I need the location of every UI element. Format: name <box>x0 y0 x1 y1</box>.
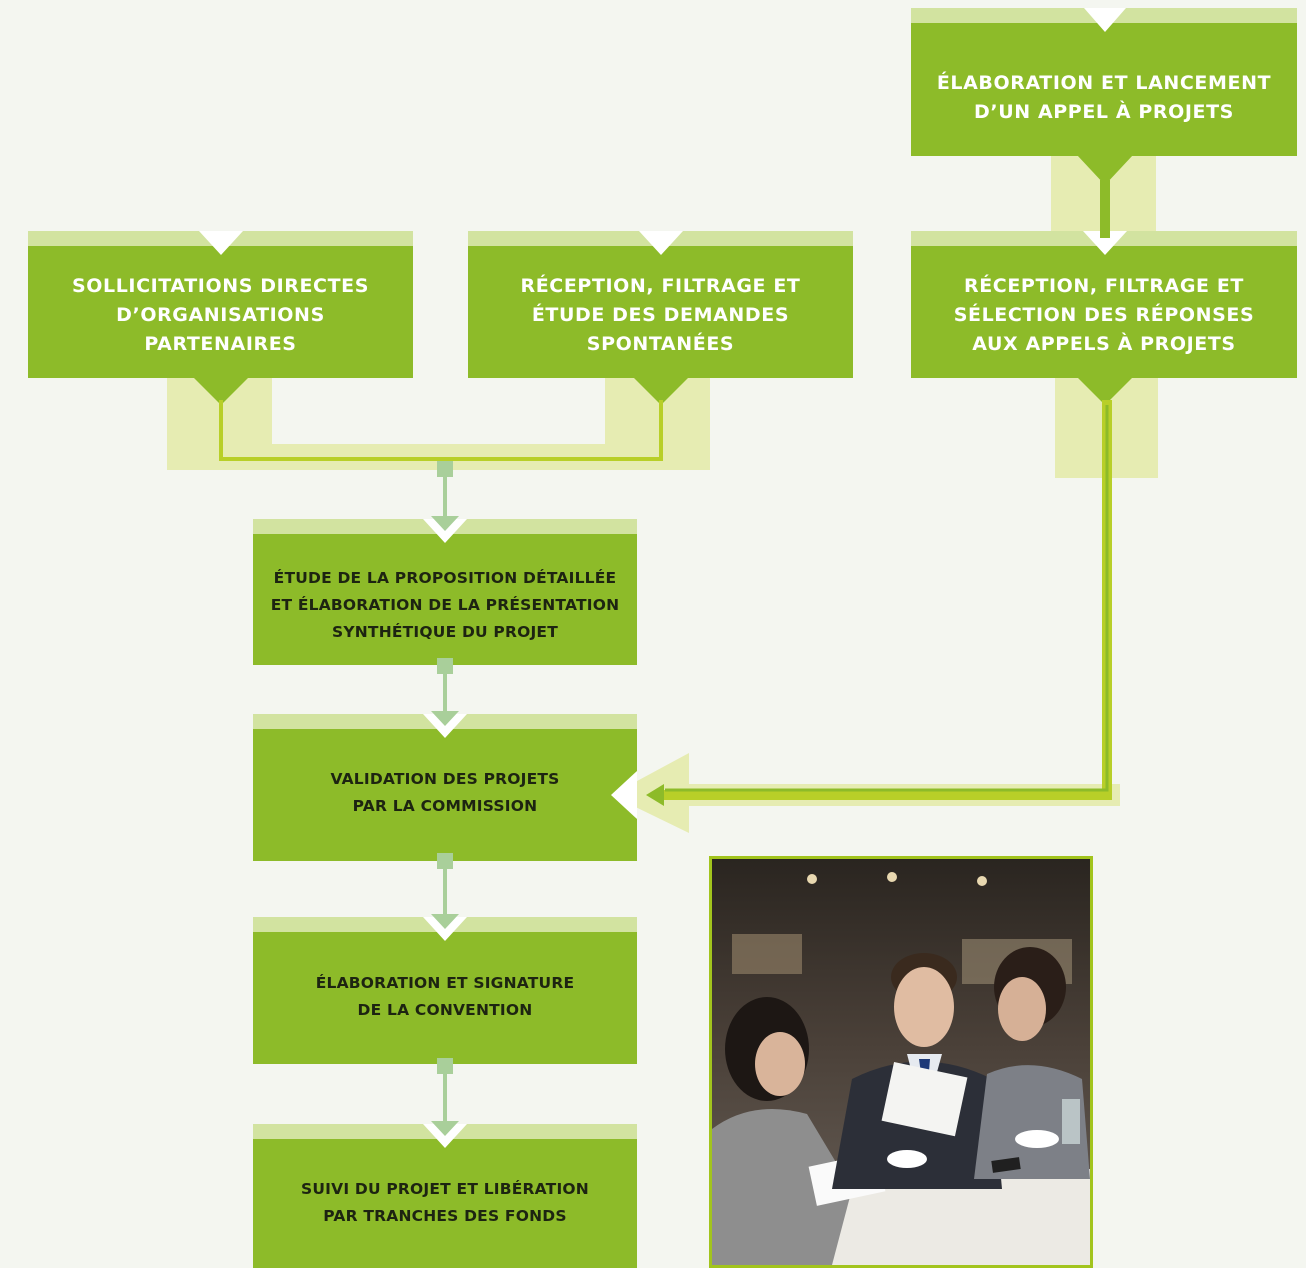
notch-selection <box>1083 231 1127 255</box>
connector-shaft-4 <box>443 1074 447 1124</box>
photo-light-2 <box>887 872 897 882</box>
photo-phone <box>991 1157 1021 1173</box>
connector-square-2 <box>437 658 453 674</box>
box-spontanees <box>468 246 853 378</box>
step-validation-label: VALIDATION DES PROJETS PAR LA COMMISSION <box>253 729 637 857</box>
step-selection-label: RÉCEPTION, FILTRAGE ET SÉLECTION DES RÉP… <box>911 246 1297 384</box>
pointer-selection <box>1077 377 1133 405</box>
photo-light-3 <box>977 876 987 886</box>
photo-illustration <box>712 859 1090 1265</box>
line-selection-inner <box>665 405 1109 792</box>
connector-shaft-2 <box>443 674 447 714</box>
step-convention-text: ÉLABORATION ET SIGNATURE DE LA CONVENTIO… <box>315 974 575 1019</box>
step-etude-text: ÉTUDE DE LA PROPOSITION DÉTAILLÉE ET ÉLA… <box>270 568 620 641</box>
notch-validation-side <box>611 771 637 819</box>
step-spontanees-text: RÉCEPTION, FILTRAGE ET ÉTUDE DES DEMANDE… <box>520 274 801 355</box>
connector-shaft-3 <box>443 869 447 917</box>
step-convention-label: ÉLABORATION ET SIGNATURE DE LA CONVENTIO… <box>253 932 637 1062</box>
notch-spontanees <box>639 231 683 255</box>
connector-head-4 <box>431 1121 459 1136</box>
box-validation <box>253 729 637 861</box>
connector-head-3 <box>431 914 459 929</box>
notch-sollicitations <box>199 231 243 255</box>
photo-person-right-body <box>974 1065 1090 1179</box>
connector-square-1 <box>437 461 453 477</box>
step-sollicitations-label: SOLLICITATIONS DIRECTES D’ORGANISATIONS … <box>28 246 413 384</box>
connector-square-3 <box>437 853 453 869</box>
photo-person-left-face <box>755 1032 805 1096</box>
step-appel-text: ÉLABORATION ET LANCEMENT D’UN APPEL À PR… <box>936 72 1272 123</box>
photo-cup-1 <box>887 1150 927 1168</box>
step-spontanees-label: RÉCEPTION, FILTRAGE ET ÉTUDE DES DEMANDE… <box>468 246 853 384</box>
box-etude <box>253 534 637 665</box>
line-selection-to-validation <box>660 400 1112 800</box>
box-selection <box>911 246 1297 378</box>
step-etude-label: ÉTUDE DE LA PROPOSITION DÉTAILLÉE ET ÉLA… <box>253 534 637 676</box>
photo-cup-2 <box>1015 1130 1059 1148</box>
photo-paper <box>881 1061 968 1137</box>
box-convention <box>253 932 637 1064</box>
step-selection-text: RÉCEPTION, FILTRAGE ET SÉLECTION DES RÉP… <box>953 274 1255 355</box>
box-appel <box>911 23 1297 156</box>
step-appel-label: ÉLABORATION ET LANCEMENT D’UN APPEL À PR… <box>911 23 1297 173</box>
connector-square-4 <box>437 1058 453 1074</box>
box-suivi <box>253 1139 637 1268</box>
photo-person-right-face <box>998 977 1046 1041</box>
pointer-appel <box>1077 155 1133 185</box>
arrowhead-validation <box>646 784 664 806</box>
connector-shaft-1 <box>443 477 447 519</box>
line-appel-to-selection <box>1100 180 1110 238</box>
photo-glass <box>1062 1099 1080 1144</box>
connector-head-1 <box>431 516 459 531</box>
notch-appel <box>1084 8 1126 32</box>
pointer-sollicitations <box>193 377 249 405</box>
photo-light-1 <box>807 874 817 884</box>
step-sollicitations-text: SOLLICITATIONS DIRECTES D’ORGANISATIONS … <box>71 274 370 355</box>
business-meeting-photo <box>709 856 1093 1268</box>
step-validation-text: VALIDATION DES PROJETS PAR LA COMMISSION <box>330 770 560 815</box>
line-merge <box>219 400 663 461</box>
box-sollicitations <box>28 246 413 378</box>
photo-person-center-face <box>894 967 954 1047</box>
pointer-spontanees <box>633 377 689 405</box>
photo-window-1 <box>732 934 802 974</box>
step-suivi-text: SUIVI DU PROJET ET LIBÉRATION PAR TRANCH… <box>301 1180 589 1225</box>
connector-head-2 <box>431 711 459 726</box>
step-suivi-label: SUIVI DU PROJET ET LIBÉRATION PAR TRANCH… <box>253 1139 637 1267</box>
photo-person-left-body <box>712 1109 852 1265</box>
